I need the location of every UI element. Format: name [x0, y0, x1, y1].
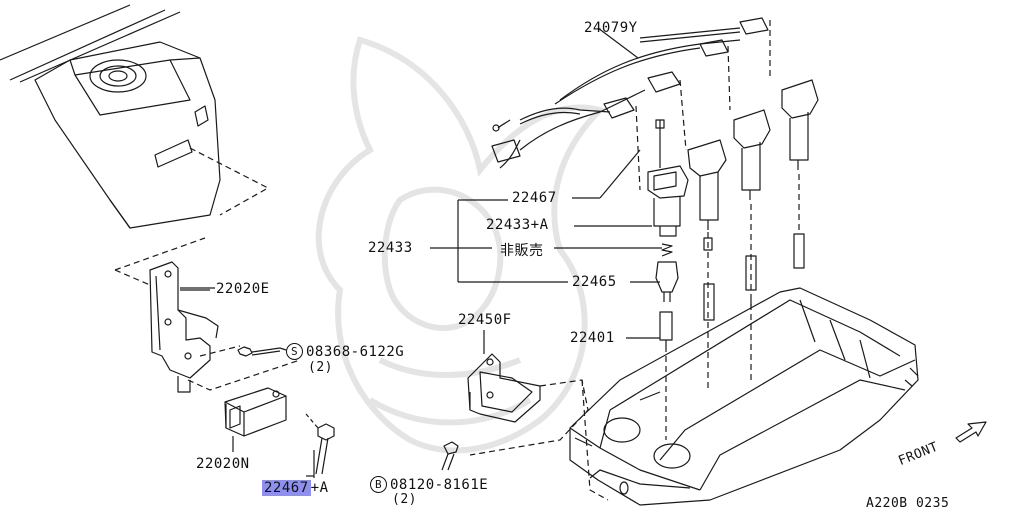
cylinder-head-cover: [569, 287, 919, 506]
bracket-22450f: [467, 353, 541, 423]
plug-guides: [665, 174, 800, 440]
sensor-22020n: [224, 387, 287, 452]
label-bracket-right: 22450F: [458, 312, 512, 328]
label-plug: 22401: [570, 330, 615, 346]
label-coil-kit: 22433+A: [486, 217, 549, 233]
ignition-coil-4: [781, 79, 819, 170]
spark-plug-1: [659, 311, 673, 352]
bolt-suffix: +A: [310, 480, 329, 496]
label-screw-qty: (2): [308, 360, 333, 375]
label-not-for-sale: 非販売: [500, 243, 544, 259]
bracket-22020e: [149, 261, 219, 393]
label-bracket-upper: 22020E: [216, 281, 270, 297]
label-sensor: 22020N: [196, 456, 250, 472]
label-coil-assembly: 22433: [368, 240, 413, 256]
label-coil-upper: 22467: [512, 190, 557, 206]
ignition-coil-1: [647, 119, 689, 237]
screw-symbol-icon: S: [286, 343, 303, 360]
bolt2-part: 08120-8161E: [390, 477, 489, 493]
screw-part: 08368-6122G: [306, 344, 405, 360]
coil-boot: [655, 261, 679, 302]
ignition-coil-3: [733, 109, 771, 200]
label-figure-code: A220B 0235: [866, 496, 950, 511]
watermark-crest: [315, 36, 606, 454]
coil-spring: [661, 243, 673, 257]
sensor-bolt: [305, 413, 335, 478]
coil-harness-24079y: [491, 17, 769, 169]
label-harness: 24079Y: [584, 20, 638, 36]
strut-housing: [34, 41, 221, 229]
label-bolt-part: 22467+A: [262, 480, 329, 496]
harness-guides: [635, 20, 771, 191]
housing-guide-lines: [114, 147, 269, 286]
ignition-coil-2: [687, 139, 727, 230]
bracket-guide-lines: [187, 345, 301, 391]
spark-plugs: [703, 233, 805, 321]
front-arrow-icon: [955, 421, 987, 443]
bracket-right-bolt: [441, 441, 459, 471]
bolt-symbol-icon: B: [370, 476, 387, 493]
body-panel-lines: [0, 4, 181, 83]
label-bolt2-qty: (2): [392, 492, 417, 507]
label-spring: 22465: [572, 274, 617, 290]
bracket-bolt: [237, 346, 287, 357]
highlighted-part-number[interactable]: 22467: [262, 480, 311, 496]
leader-lines: [180, 27, 662, 354]
